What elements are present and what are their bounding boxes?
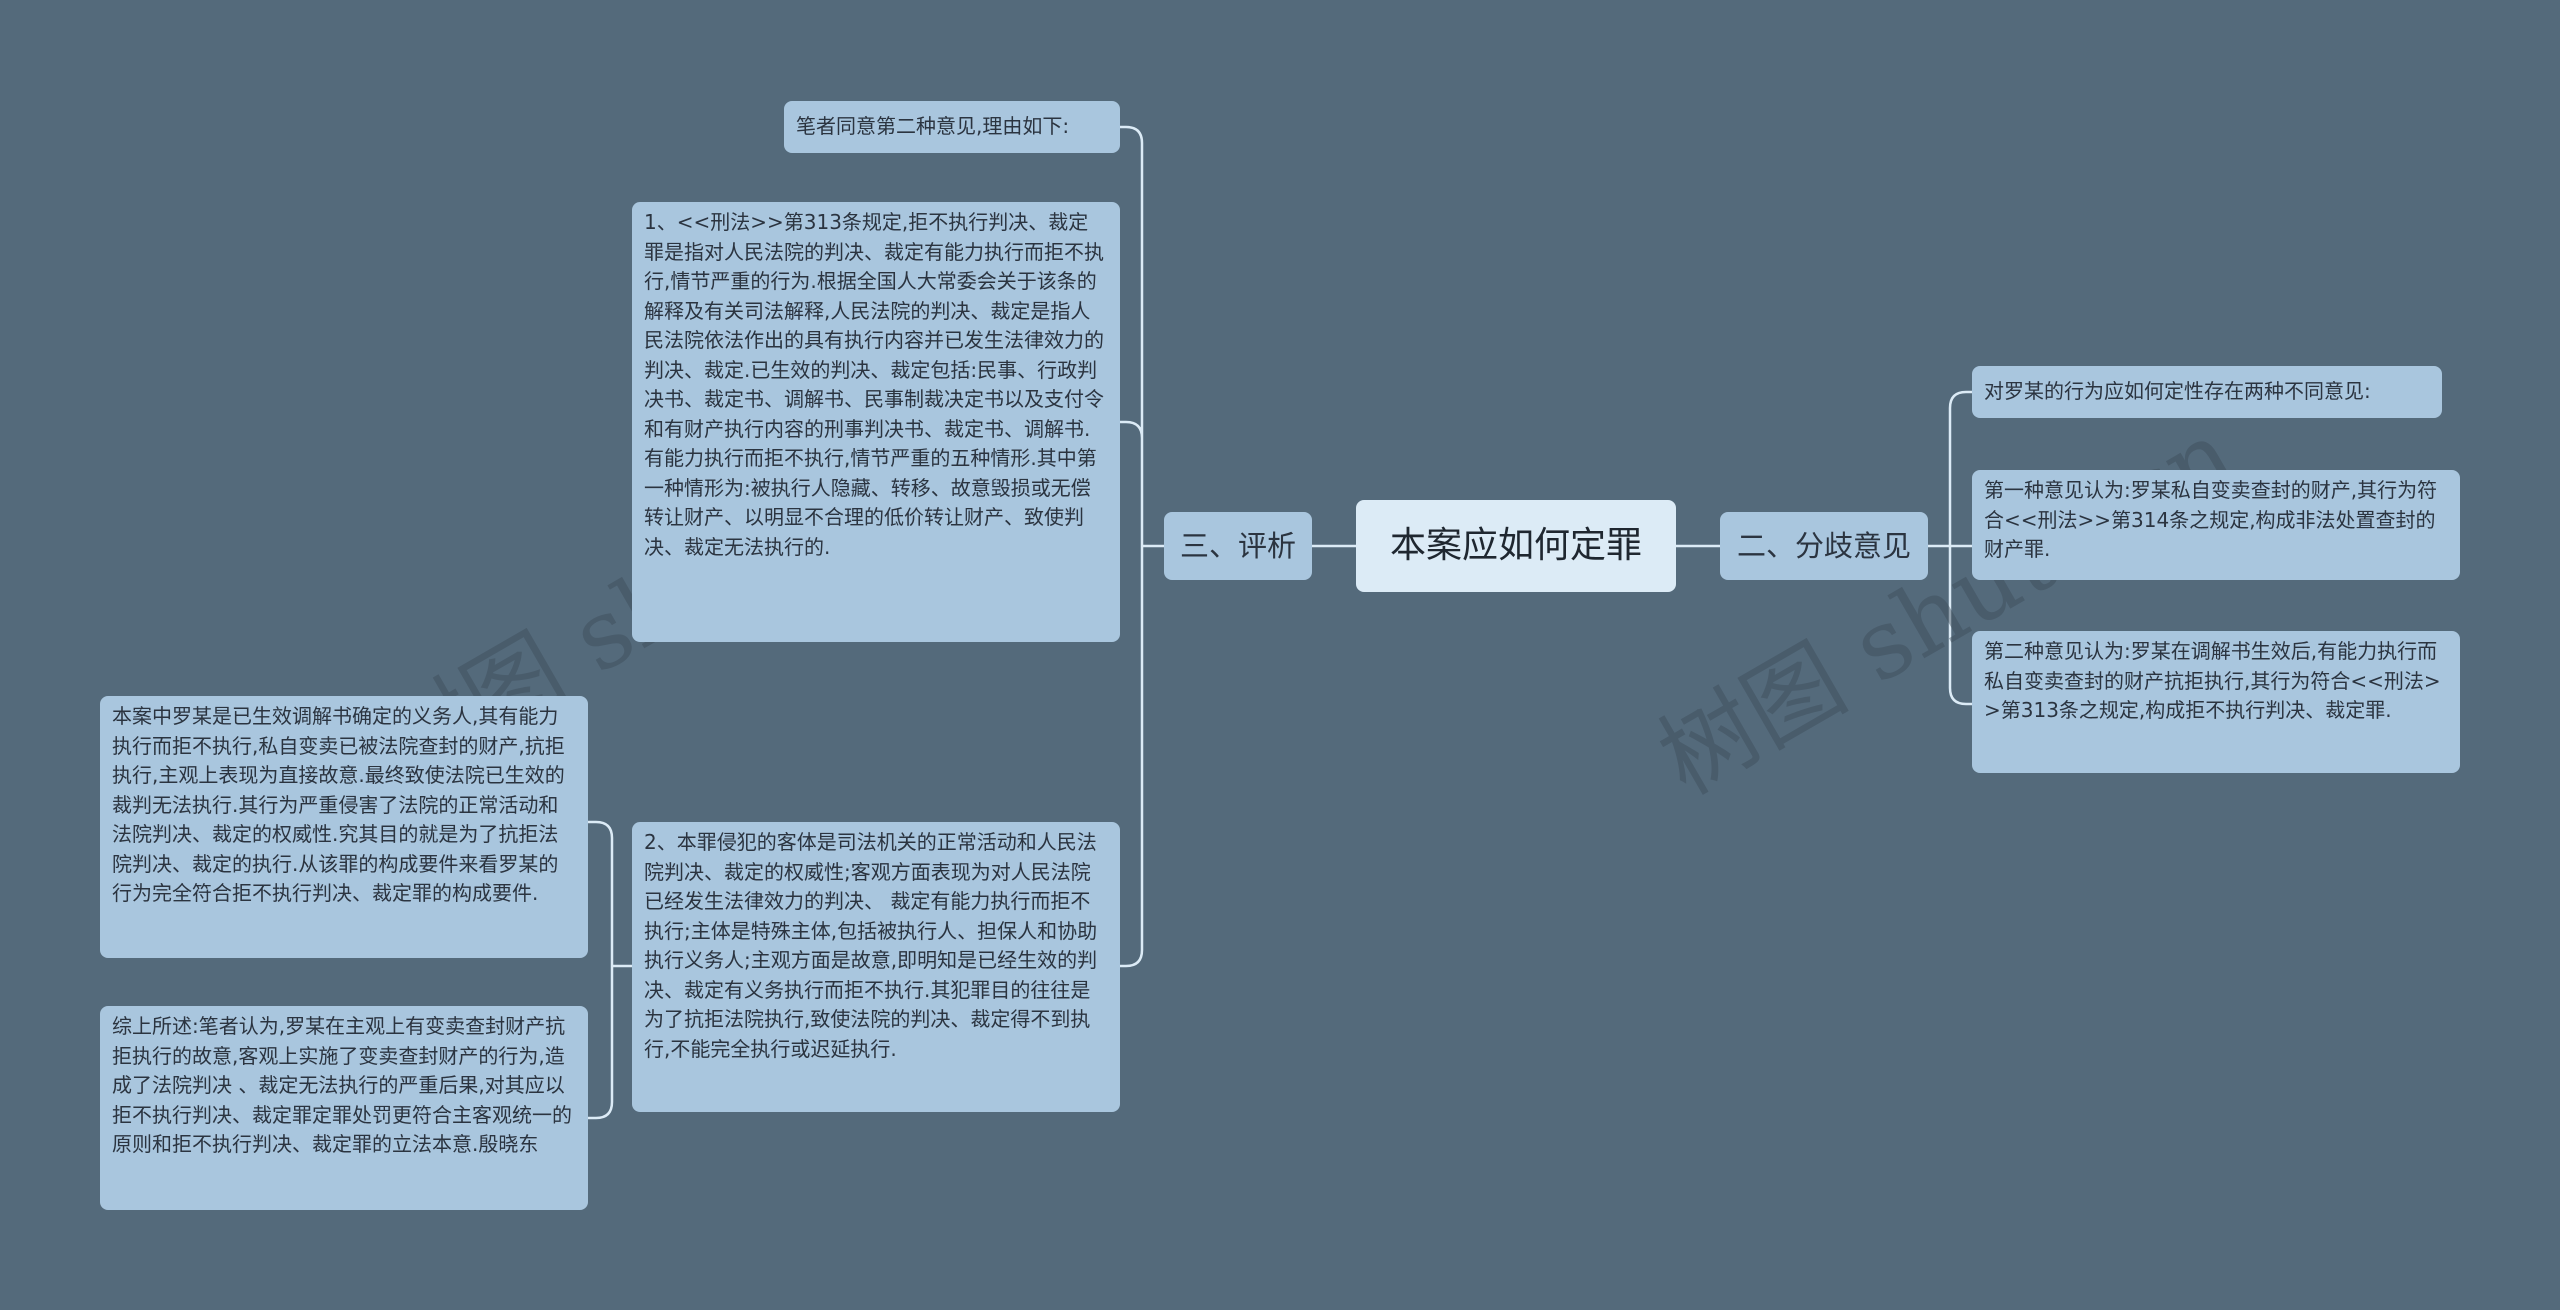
root-topic[interactable]: 本案应如何定罪 bbox=[1356, 500, 1676, 592]
connector-left-trunk bbox=[1120, 125, 1164, 968]
opinion-intro[interactable]: 对罗某的行为应如何定性存在两种不同意见: bbox=[1972, 366, 2442, 418]
opinion-first[interactable]: 第一种意见认为:罗某私自变卖查封的财产,其行为符合<<刑法>>第314条之规定,… bbox=[1972, 470, 2460, 580]
analysis-intro[interactable]: 笔者同意第二种意见,理由如下: bbox=[784, 101, 1120, 153]
branch-disagreement[interactable]: 二、分歧意见 bbox=[1720, 512, 1928, 580]
branch-analysis[interactable]: 三、评析 bbox=[1164, 512, 1312, 580]
analysis-detail-2[interactable]: 综上所述:笔者认为,罗某在主观上有变卖查封财产抗拒执行的故意,客观上实施了变卖查… bbox=[100, 1006, 588, 1210]
analysis-detail-1[interactable]: 本案中罗某是已生效调解书确定的义务人,其有能力执行而拒不执行,私自变卖已被法院查… bbox=[100, 696, 588, 958]
connector-right-trunk bbox=[1928, 390, 1972, 706]
connector-point2-subs bbox=[588, 820, 632, 1120]
analysis-point-2[interactable]: 2、本罪侵犯的客体是司法机关的正常活动和人民法院判决、裁定的权威性;客观方面表现… bbox=[632, 822, 1120, 1112]
opinion-second[interactable]: 第二种意见认为:罗某在调解书生效后,有能力执行而私自变卖查封的财产抗拒执行,其行… bbox=[1972, 631, 2460, 773]
analysis-point-1[interactable]: 1、<<刑法>>第313条规定,拒不执行判决、裁定罪是指对人民法院的判决、裁定有… bbox=[632, 202, 1120, 642]
